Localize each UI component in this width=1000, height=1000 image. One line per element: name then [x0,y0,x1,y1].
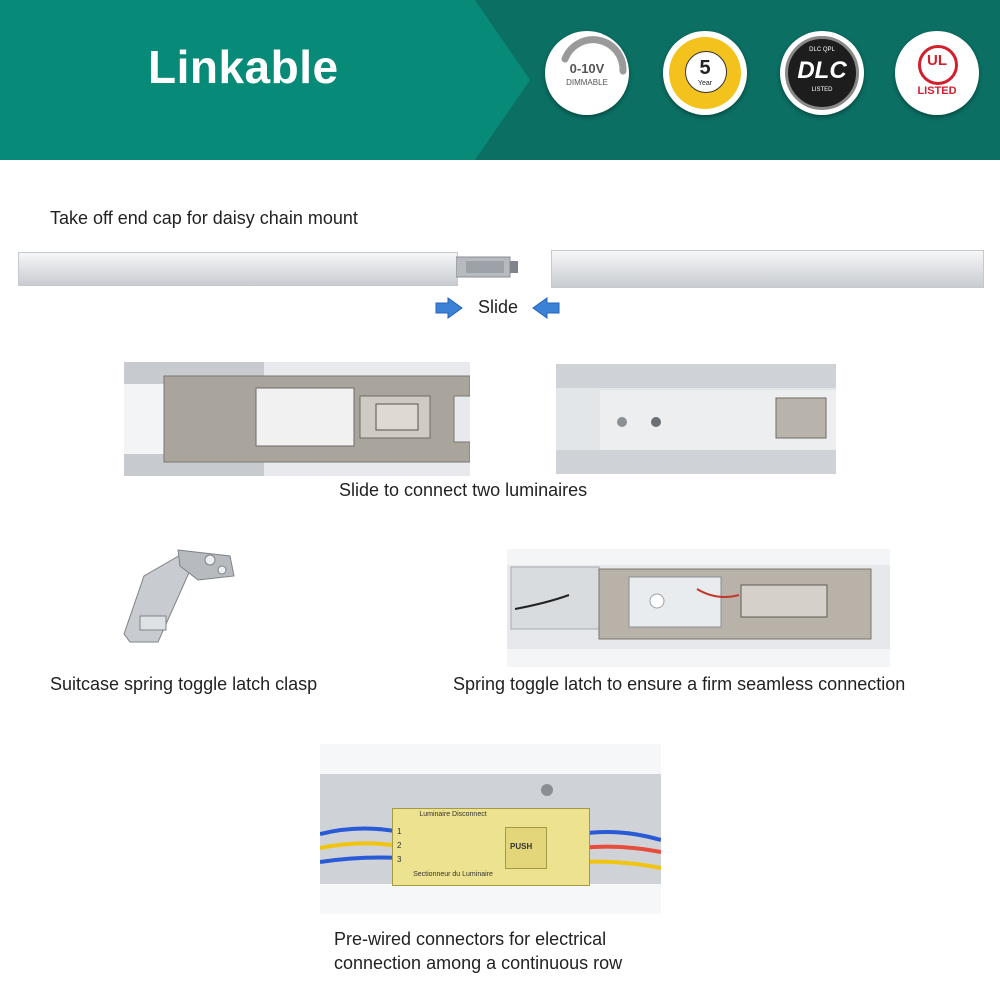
caption-prewired-line1: Pre-wired connectors for electrical [334,929,607,949]
header-left-band [0,0,530,160]
warranty-badge: 5 Year [663,31,747,115]
connector-label-bottom: Sectionneur du Luminaire [413,871,493,878]
page-title: Linkable [148,41,339,93]
ul-badge: UL LISTED [895,31,979,115]
connector-photo-left [124,362,470,476]
latch-installed-photo [507,549,890,667]
pin-2: 2 [397,841,402,850]
connector-photo-right [556,364,836,474]
prewired-connector-photo: Luminaire Disconnect Sectionneur du Lumi… [320,744,661,914]
dimmable-arc-icon [561,36,627,75]
dlc-mark: DLC [797,57,847,84]
caption-slide: Slide [478,297,519,317]
dimmable-label: DIMMABLE [566,78,608,87]
dlc-bottom-text: LISTED [811,87,833,93]
header-banner: Linkable 0-10V DIMMABLE 5 Year DLC QPL D… [0,0,1000,160]
dlc-top-text: DLC QPL [809,47,835,53]
luminaire-left-rail [18,252,458,286]
connector-block: Luminaire Disconnect Sectionneur du Lumi… [392,808,590,886]
connector-label-top: Luminaire Disconnect [419,811,487,818]
latch-clasp-photo [118,546,238,646]
warranty-center [685,51,727,93]
push-label: PUSH [510,842,533,851]
connector-plate-icon [456,256,518,278]
luminaire-right-rail [551,250,984,288]
pin-1: 1 [397,827,402,836]
caption-connect: Slide to connect two luminaires [339,480,588,500]
arrow-right-icon [435,297,463,319]
ul-mark: UL [927,52,947,69]
ul-ring-icon [918,45,958,85]
caption-latch-clasp: Suitcase spring toggle latch clasp [50,674,318,694]
caption-latch-connection: Spring toggle latch to ensure a firm sea… [453,674,906,694]
push-button[interactable]: PUSH [505,827,547,869]
ul-listed: LISTED [917,85,957,97]
caption-end-cap: Take off end cap for daisy chain mount [50,208,358,228]
warranty-number: 5 [699,57,711,79]
pin-3: 3 [397,855,402,864]
caption-prewired-line2: connection among a continuous row [334,953,623,973]
dlc-disc [785,36,859,110]
dlc-badge: DLC QPL DLC LISTED [780,31,864,115]
dimmable-voltage: 0-10V [569,61,605,76]
warranty-year: Year [697,80,713,87]
arrow-left-icon [532,297,560,319]
dimmable-badge: 0-10V DIMMABLE [545,31,629,115]
pin-labels: 1 2 3 [397,825,401,867]
